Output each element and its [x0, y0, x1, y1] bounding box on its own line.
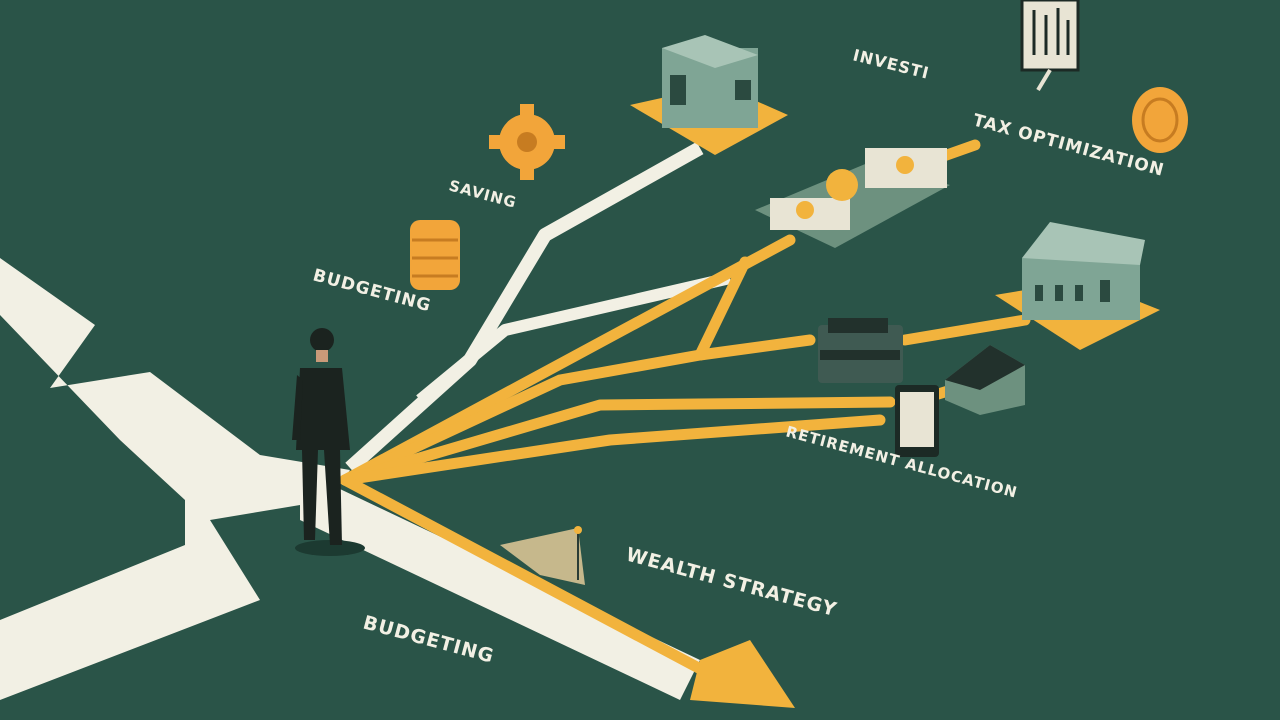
- wallet-icon: [818, 318, 903, 383]
- cash-stack-icon: [755, 148, 950, 248]
- small-house-icon: [945, 345, 1025, 415]
- calculator-icon: [895, 385, 939, 457]
- white-road-main: [0, 258, 350, 700]
- gear-icon: [489, 104, 565, 180]
- white-path-up: [345, 141, 704, 474]
- white-path-mid: [416, 272, 732, 405]
- person-figure: [292, 328, 365, 556]
- coin-icon: [1132, 87, 1188, 153]
- white-road-lower: [300, 470, 700, 700]
- flag-icon: [500, 526, 585, 585]
- bank-icon: [630, 35, 788, 155]
- monitor-chart-icon: [1020, 0, 1080, 92]
- house-icon: [995, 222, 1160, 350]
- coin-stack-icon: [410, 220, 460, 290]
- gold-paths: [339, 139, 1031, 696]
- gold-arrow-head: [690, 640, 795, 708]
